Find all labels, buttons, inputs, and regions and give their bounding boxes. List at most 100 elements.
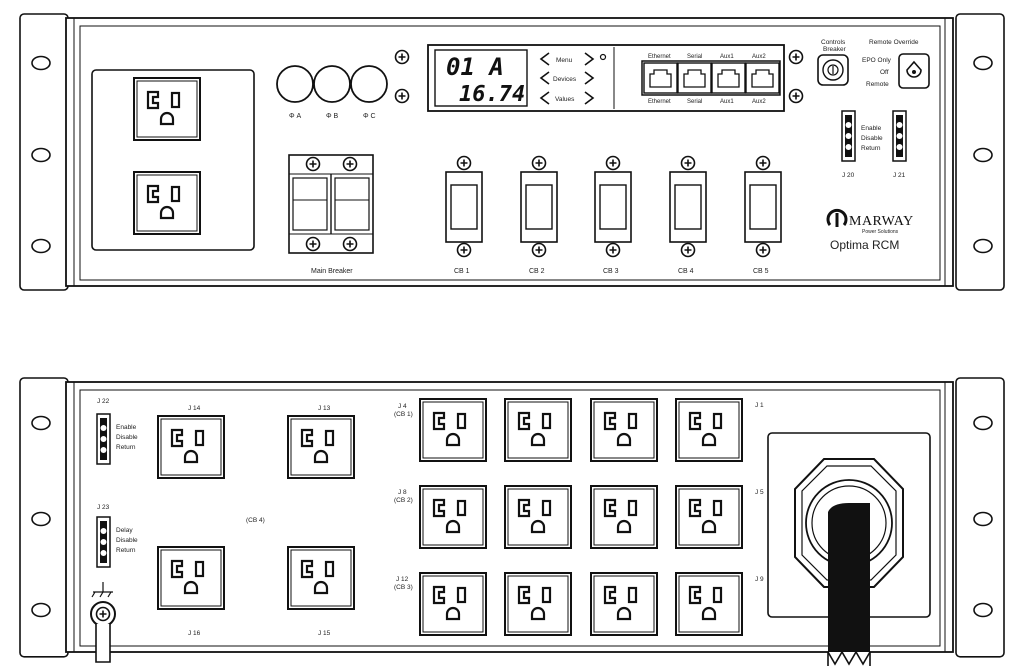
display-line-1: 01 A xyxy=(446,53,504,81)
cb-2: CB 2 xyxy=(520,155,558,275)
front-outlet-bottom xyxy=(132,170,202,236)
menu-right-arrow-icon[interactable] xyxy=(584,52,595,66)
screw-icon xyxy=(788,88,804,104)
j21-connector[interactable] xyxy=(892,110,907,162)
main-breaker-switch-a[interactable] xyxy=(292,177,328,231)
phase-indicators: Φ A Φ B Φ C xyxy=(276,49,410,120)
brand-name: MARWAY xyxy=(849,214,914,229)
phase-c-indicator xyxy=(350,65,388,103)
values-left-arrow-icon[interactable] xyxy=(539,91,550,105)
controls-breaker: Controls Breaker xyxy=(817,39,849,86)
cb4-label: (CB 4) xyxy=(246,517,265,524)
j16-outlet xyxy=(156,545,226,611)
j23-connector[interactable] xyxy=(96,516,111,568)
j11-outlet xyxy=(503,571,573,637)
j20-connector[interactable] xyxy=(841,110,856,162)
j6-outlet xyxy=(589,484,659,550)
main-breaker: Main Breaker xyxy=(288,154,374,275)
cb4-outlet-group: J 14 J 13 (CB 4) J 16 J 15 xyxy=(156,405,356,637)
values-label: Values xyxy=(555,96,575,103)
j12-label: J 12 xyxy=(396,576,409,583)
j8-outlet xyxy=(418,484,488,550)
serial-port[interactable] xyxy=(677,62,712,94)
screw-icon xyxy=(394,49,410,65)
j22-connector-group: J 22 Enable Disable Return xyxy=(96,398,138,465)
ground-lug xyxy=(90,582,116,663)
screw-icon xyxy=(788,49,804,65)
cb-5-switch[interactable] xyxy=(744,171,782,243)
phase-b-indicator xyxy=(313,65,351,103)
controls-breaker-label-1: Controls xyxy=(821,39,846,46)
cb-5: CB 5 xyxy=(744,155,782,275)
phase-b-label: Φ B xyxy=(326,113,339,120)
control-module: 01 A 16.74 Menu Devices Values Ethernet … xyxy=(427,44,804,112)
devices-left-arrow-icon[interactable] xyxy=(539,71,550,85)
ethernet-port[interactable] xyxy=(643,62,678,94)
j4-cb-label: (CB 1) xyxy=(394,411,413,418)
cb-3-label: CB 3 xyxy=(603,268,619,275)
override-epo-only: EPO Only xyxy=(862,57,892,64)
rear-panel: J 22 Enable Disable Return J 23 Delay Di… xyxy=(19,377,1005,666)
led-display xyxy=(434,49,528,107)
j14-outlet xyxy=(156,414,226,480)
port-label-ethernet-top: Ethernet xyxy=(648,54,671,60)
j13-outlet xyxy=(286,414,356,480)
cb-3-switch[interactable] xyxy=(594,171,632,243)
front-duplex-outlet xyxy=(91,69,255,251)
menu-label: Menu xyxy=(556,57,573,64)
aux1-port[interactable] xyxy=(711,62,746,94)
devices-right-arrow-icon[interactable] xyxy=(584,71,595,85)
power-inlet xyxy=(767,432,931,666)
remote-override-label: Remote Override xyxy=(869,39,919,46)
j21-label: J 21 xyxy=(893,172,906,179)
values-right-arrow-icon[interactable] xyxy=(584,91,595,105)
outlet-grid: J 4 (CB 1) J 8 (CB 2) J 12 (CB 3) J 1 J … xyxy=(394,397,764,637)
remote-override: Remote Override EPO Only Off Remote xyxy=(862,39,930,89)
j22-disable: Disable xyxy=(116,434,138,441)
model-name: Optima RCM xyxy=(830,238,899,252)
j15-label: J 15 xyxy=(318,630,331,637)
display-line-2: 16.74 xyxy=(459,82,525,107)
override-remote: Remote xyxy=(866,81,889,88)
port-label-aux1-top: Aux1 xyxy=(720,54,734,60)
front-right-ear xyxy=(955,13,1005,291)
j23-connector-group: J 23 Delay Disable Return xyxy=(96,504,138,568)
port-label-aux2-bottom: Aux2 xyxy=(752,99,766,105)
main-breaker-switch-b[interactable] xyxy=(334,177,370,231)
override-off: Off xyxy=(880,69,889,76)
j1-label: J 1 xyxy=(755,402,764,409)
brand-sub: Power Solutions xyxy=(862,229,899,235)
j8-label: J 8 xyxy=(398,489,407,496)
brand-logo: MARWAY Power Solutions Optima RCM xyxy=(826,208,914,252)
j5-outlet xyxy=(674,484,744,550)
cb-3: CB 3 xyxy=(594,155,632,275)
j9-outlet xyxy=(674,571,744,637)
phase-a-label: Φ A xyxy=(289,113,302,120)
j22-connector[interactable] xyxy=(96,413,111,465)
controls-breaker-label-2: Breaker xyxy=(823,46,847,53)
main-breaker-label: Main Breaker xyxy=(311,268,353,275)
j22-label: J 22 xyxy=(97,398,110,405)
aux2-port[interactable] xyxy=(745,62,780,94)
key-switch-icon[interactable] xyxy=(906,60,922,78)
j20-label: J 20 xyxy=(842,172,855,179)
cb-1-switch[interactable] xyxy=(445,171,483,243)
j20-enable: Enable xyxy=(861,125,882,132)
port-label-aux2-top: Aux2 xyxy=(752,54,766,60)
screw-icon xyxy=(394,88,410,104)
j4-outlet xyxy=(418,397,488,463)
j5-label: J 5 xyxy=(755,489,764,496)
status-led-icon xyxy=(599,53,607,61)
menu-left-arrow-icon[interactable] xyxy=(539,52,550,66)
screw-icon xyxy=(342,236,358,252)
cb-2-switch[interactable] xyxy=(520,171,558,243)
j8-cb-label: (CB 2) xyxy=(394,497,413,504)
j22-return: Return xyxy=(116,444,136,451)
j1-outlet xyxy=(674,397,744,463)
j10-outlet xyxy=(589,571,659,637)
cb-4-switch[interactable] xyxy=(669,171,707,243)
cb-4: CB 4 xyxy=(669,155,707,275)
marway-logo-icon xyxy=(826,208,848,227)
cb-4-label: CB 4 xyxy=(678,268,694,275)
